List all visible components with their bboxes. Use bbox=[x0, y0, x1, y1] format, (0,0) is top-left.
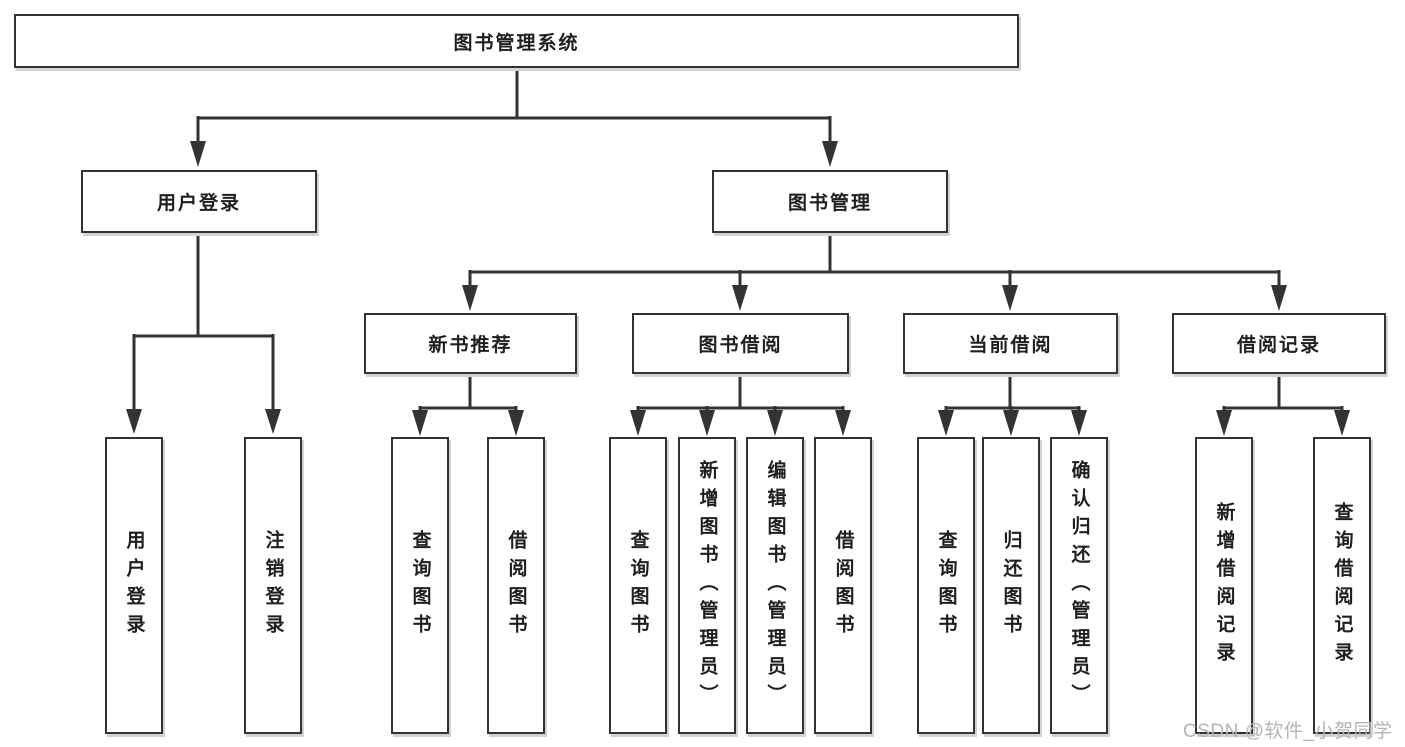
node-query-borrow-record-label: 查询借阅记录 bbox=[1331, 501, 1353, 670]
node-book-borrowing: 图书借阅 bbox=[632, 313, 849, 374]
arrowhead-down-icon bbox=[630, 410, 646, 436]
node-borrowing-records: 借阅记录 bbox=[1172, 313, 1386, 374]
node-user-login-action: 用户登录 bbox=[105, 437, 163, 734]
node-logout-label: 注销登录 bbox=[262, 529, 284, 642]
csdn-watermark: CSDN @软件_小贺同学 bbox=[1183, 721, 1393, 742]
arrowhead-down-icon bbox=[462, 285, 478, 311]
arrowhead-down-icon bbox=[1002, 285, 1018, 311]
arrowhead-down-icon bbox=[938, 410, 954, 436]
arrowhead-down-icon bbox=[1003, 410, 1019, 436]
arrowhead-down-icon bbox=[1271, 285, 1287, 311]
arrowhead-down-icon bbox=[190, 141, 206, 167]
node-logout: 注销登录 bbox=[244, 437, 302, 734]
node-user-login: 用户登录 bbox=[81, 170, 317, 233]
arrowhead-down-icon bbox=[126, 409, 142, 434]
node-confirm-return-admin-label: 确认归还（管理员） bbox=[1068, 459, 1090, 712]
arrowhead-down-icon bbox=[1334, 410, 1350, 436]
node-add-borrow-record: 新增借阅记录 bbox=[1195, 437, 1253, 734]
node-current-borrowing: 当前借阅 bbox=[903, 313, 1118, 374]
edge-root-to-level2 bbox=[196, 67, 832, 144]
node-new-book-recommend-label: 新书推荐 bbox=[428, 335, 513, 356]
node-root-label: 图书管理系统 bbox=[453, 32, 580, 54]
arrowhead-down-icon bbox=[265, 409, 281, 434]
node-query-books-borrowing-label: 查询图书 bbox=[627, 529, 649, 642]
node-query-books-current: 查询图书 bbox=[917, 437, 975, 734]
node-new-book-recommend: 新书推荐 bbox=[364, 313, 577, 374]
node-query-books-current-label: 查询图书 bbox=[935, 529, 957, 642]
edge-records-to-leaves bbox=[1222, 374, 1344, 413]
arrowhead-down-icon bbox=[835, 410, 851, 436]
arrowhead-down-icon bbox=[732, 285, 748, 311]
arrowhead-down-icon bbox=[1216, 410, 1232, 436]
node-return-books-label: 归还图书 bbox=[1000, 529, 1022, 642]
node-query-books-borrowing: 查询图书 bbox=[609, 437, 667, 734]
node-return-books: 归还图书 bbox=[982, 437, 1040, 734]
edge-current-to-leaves bbox=[944, 374, 1081, 413]
node-add-borrow-record-label: 新增借阅记录 bbox=[1213, 501, 1235, 670]
arrowhead-down-icon bbox=[822, 141, 838, 167]
node-borrow-books-borrowing: 借阅图书 bbox=[814, 437, 872, 734]
arrowhead-down-icon bbox=[1071, 410, 1087, 436]
arrowhead-down-icon bbox=[412, 410, 428, 436]
node-edit-books-admin-label: 编辑图书（管理员） bbox=[764, 459, 786, 712]
node-query-borrow-record: 查询借阅记录 bbox=[1313, 437, 1371, 734]
arrowhead-down-icon bbox=[508, 410, 524, 436]
node-book-borrowing-label: 图书借阅 bbox=[698, 335, 783, 356]
node-borrow-books-borrowing-label: 借阅图书 bbox=[832, 529, 854, 642]
node-add-books-admin: 新增图书（管理员） bbox=[678, 437, 736, 734]
arrowhead-down-icon bbox=[767, 410, 783, 436]
node-add-books-admin-label: 新增图书（管理员） bbox=[696, 459, 718, 712]
node-user-login-label: 用户登录 bbox=[156, 193, 241, 214]
edge-bookmgmt-to-level3 bbox=[468, 234, 1281, 288]
node-book-management: 图书管理 bbox=[712, 170, 948, 233]
node-root: 图书管理系统 bbox=[14, 14, 1019, 68]
node-borrow-books-recommend: 借阅图书 bbox=[487, 437, 545, 734]
edge-newbook-to-leaves bbox=[418, 374, 518, 413]
node-user-login-action-label: 用户登录 bbox=[123, 529, 145, 642]
edge-borrowing-to-leaves bbox=[636, 374, 845, 413]
node-query-books-recommend-label: 查询图书 bbox=[409, 529, 431, 642]
arrowhead-down-icon bbox=[699, 410, 715, 436]
node-borrow-books-recommend-label: 借阅图书 bbox=[505, 529, 527, 642]
node-query-books-recommend: 查询图书 bbox=[391, 437, 449, 734]
node-edit-books-admin: 编辑图书（管理员） bbox=[746, 437, 804, 734]
edge-userlogin-to-leaves bbox=[132, 232, 275, 412]
node-borrowing-records-label: 借阅记录 bbox=[1236, 335, 1321, 356]
node-confirm-return-admin: 确认归还（管理员） bbox=[1050, 437, 1108, 734]
node-current-borrowing-label: 当前借阅 bbox=[968, 335, 1053, 356]
node-book-management-label: 图书管理 bbox=[787, 193, 872, 214]
